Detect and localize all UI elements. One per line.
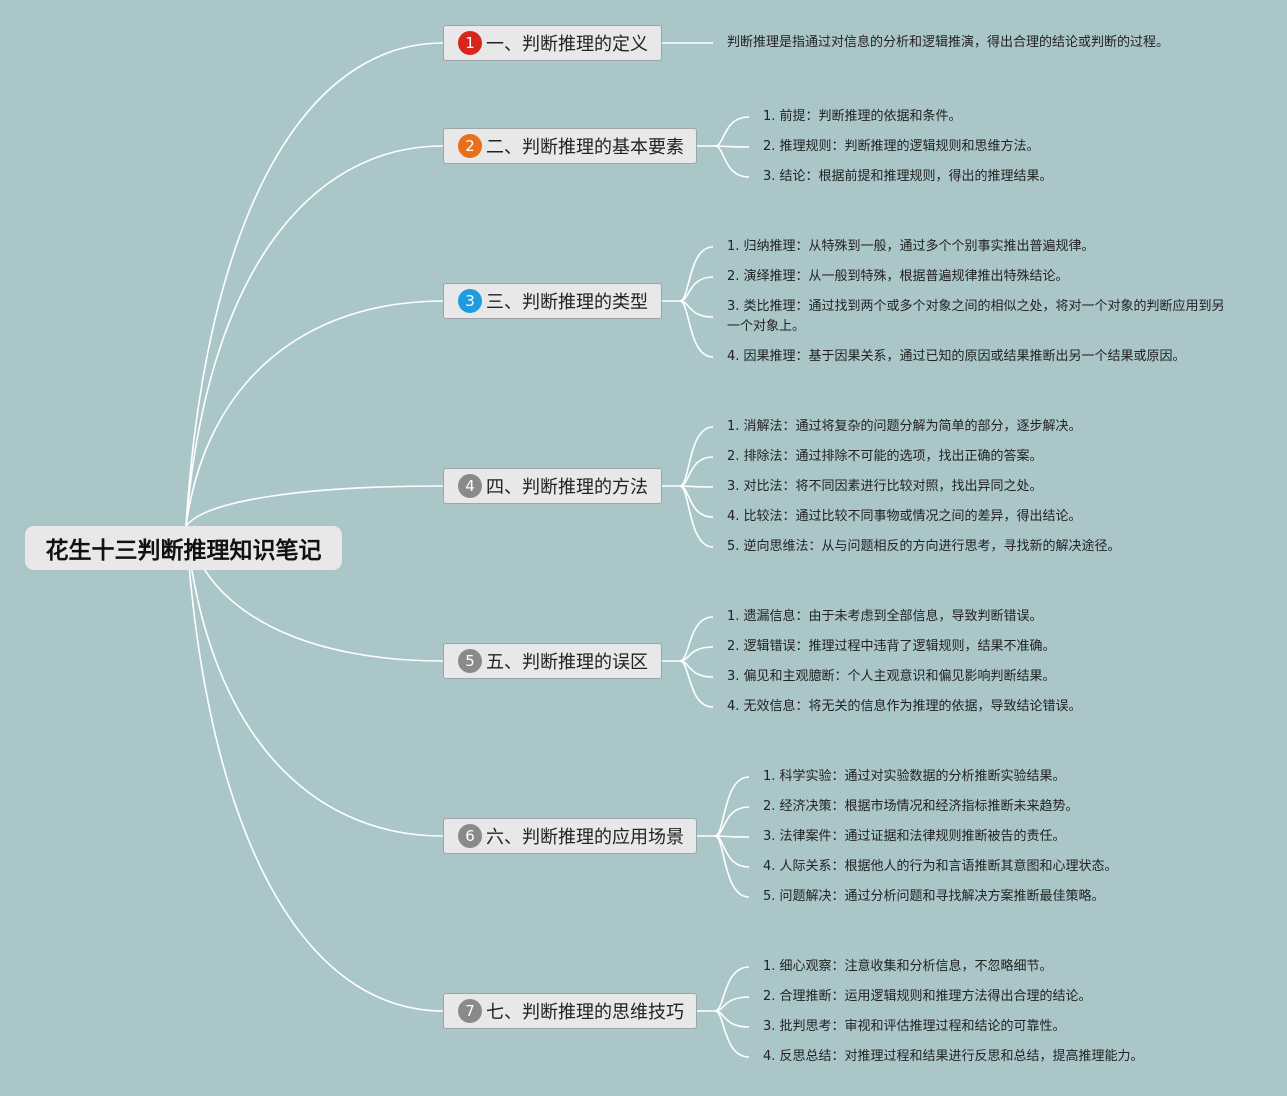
leaf-item[interactable]: 4. 因果推理：基于因果关系，通过已知的原因或结果推断出另一个结果或原因。 (727, 349, 1186, 364)
root-connector-4 (185, 485, 444, 527)
root-connector-7 (185, 525, 444, 1012)
leaf-connector (714, 145, 750, 148)
leaf-item[interactable]: 5. 问题解决：通过分析问题和寻找解决方案推断最佳策略。 (763, 889, 1105, 904)
leaf-connector (679, 616, 714, 662)
leaf-item[interactable]: 3. 偏见和主观臆断：个人主观意识和偏见影响判断结果。 (727, 669, 1056, 684)
leaf-connector (679, 456, 714, 487)
leaf-connector (679, 646, 714, 662)
leaf-item[interactable]: 1. 细心观察：注意收集和分析信息，不忽略细节。 (763, 959, 1053, 974)
leaf-item[interactable]: 4. 比较法：通过比较不同事物或情况之间的差异，得出结论。 (727, 509, 1082, 524)
leaf-item[interactable]: 2. 演绎推理：从一般到特殊，根据普遍规律推出特殊结论。 (727, 269, 1069, 284)
leaf-item[interactable]: 2. 推理规则：判断推理的逻辑规则和思维方法。 (763, 139, 1040, 154)
leaf-item[interactable]: 3. 结论：根据前提和推理规则，得出的推理结果。 (763, 169, 1053, 184)
leaf-connector (679, 660, 714, 678)
leaf-connector (679, 660, 714, 708)
leaf-connector (714, 1010, 750, 1058)
leaf-connector (714, 1010, 750, 1028)
leaf-item[interactable]: 2. 合理推断：运用逻辑规则和推理方法得出合理的结论。 (763, 989, 1092, 1004)
number-badge-icon: 1 (458, 31, 482, 55)
leaf-connector (714, 966, 750, 1012)
branch-title: 七、判断推理的思维技巧 (486, 1002, 684, 1023)
leaf-connector (679, 485, 714, 548)
branch-title: 五、判断推理的误区 (486, 652, 648, 673)
leaf-connector (714, 776, 750, 837)
leaf-connector (679, 485, 714, 488)
leaf-item[interactable]: 1. 遗漏信息：由于未考虑到全部信息，导致判断错误。 (727, 609, 1043, 624)
root-connector-3 (185, 300, 444, 527)
leaf-item[interactable]: 4. 反思总结：对推理过程和结果进行反思和总结，提高推理能力。 (763, 1049, 1144, 1064)
branch-title: 六、判断推理的应用场景 (486, 827, 684, 848)
branch-title: 二、判断推理的基本要素 (486, 137, 684, 158)
number-badge-icon: 6 (458, 824, 482, 848)
leaf-item[interactable]: 1. 消解法：通过将复杂的问题分解为简单的部分，逐步解决。 (727, 419, 1082, 434)
number-badge-icon: 2 (458, 134, 482, 158)
leaf-connector (679, 426, 714, 487)
leaf-item[interactable]: 判断推理是指通过对信息的分析和逻辑推演，得出合理的结论或判断的过程。 (727, 35, 1170, 50)
number-badge-icon: 4 (458, 474, 482, 498)
leaf-connector (714, 835, 750, 898)
root-connector-6 (185, 525, 444, 837)
leaf-item[interactable]: 1. 前提：判断推理的依据和条件。 (763, 109, 962, 124)
leaf-item[interactable]: 3. 法律案件：通过证据和法律规则推断被告的责任。 (763, 829, 1066, 844)
number-badge-icon: 7 (458, 999, 482, 1023)
leaf-connector (714, 116, 750, 147)
leaf-item[interactable]: 2. 逻辑错误：推理过程中违背了逻辑规则，结果不准确。 (727, 639, 1056, 654)
number-badge-icon: 3 (458, 289, 482, 313)
leaf-connector (679, 276, 714, 302)
leaf-item[interactable]: 1. 科学实验：通过对实验数据的分析推断实验结果。 (763, 769, 1066, 784)
branch-title: 一、判断推理的定义 (486, 34, 648, 55)
root-connector-2 (185, 145, 444, 527)
root-topic[interactable]: 花生十三判断推理知识笔记 (25, 526, 342, 570)
leaf-connector (679, 300, 714, 358)
leaf-item[interactable]: 1. 归纳推理：从特殊到一般，通过多个个别事实推出普遍规律。 (727, 239, 1095, 254)
leaf-connector (714, 806, 750, 837)
branch-title: 三、判断推理的类型 (486, 292, 648, 313)
number-badge-icon: 5 (458, 649, 482, 673)
leaf-item[interactable]: 3. 对比法：将不同因素进行比较对照，找出异同之处。 (727, 479, 1043, 494)
branch-title: 四、判断推理的方法 (486, 477, 648, 498)
leaf-item[interactable]: 4. 人际关系：根据他人的行为和言语推断其意图和心理状态。 (763, 859, 1118, 874)
leaf-item[interactable]: 4. 无效信息：将无关的信息作为推理的依据，导致结论错误。 (727, 699, 1082, 714)
leaf-connector (714, 835, 750, 838)
leaf-item[interactable]: 3. 类比推理：通过找到两个或多个对象之间的相似之处，将对一个对象的判断应用到另… (727, 299, 1225, 334)
leaf-item[interactable]: 2. 经济决策：根据市场情况和经济指标推断未来趋势。 (763, 799, 1079, 814)
leaf-item[interactable]: 2. 排除法：通过排除不可能的选项，找出正确的答案。 (727, 449, 1043, 464)
leaf-item[interactable]: 5. 逆向思维法：从与问题相反的方向进行思考，寻找新的解决途径。 (727, 539, 1121, 554)
leaf-item[interactable]: 3. 批判思考：审视和评估推理过程和结论的可靠性。 (763, 1019, 1066, 1034)
leaf-connector (679, 246, 714, 302)
leaf-connector (714, 145, 750, 178)
root-connector-1 (185, 42, 444, 527)
